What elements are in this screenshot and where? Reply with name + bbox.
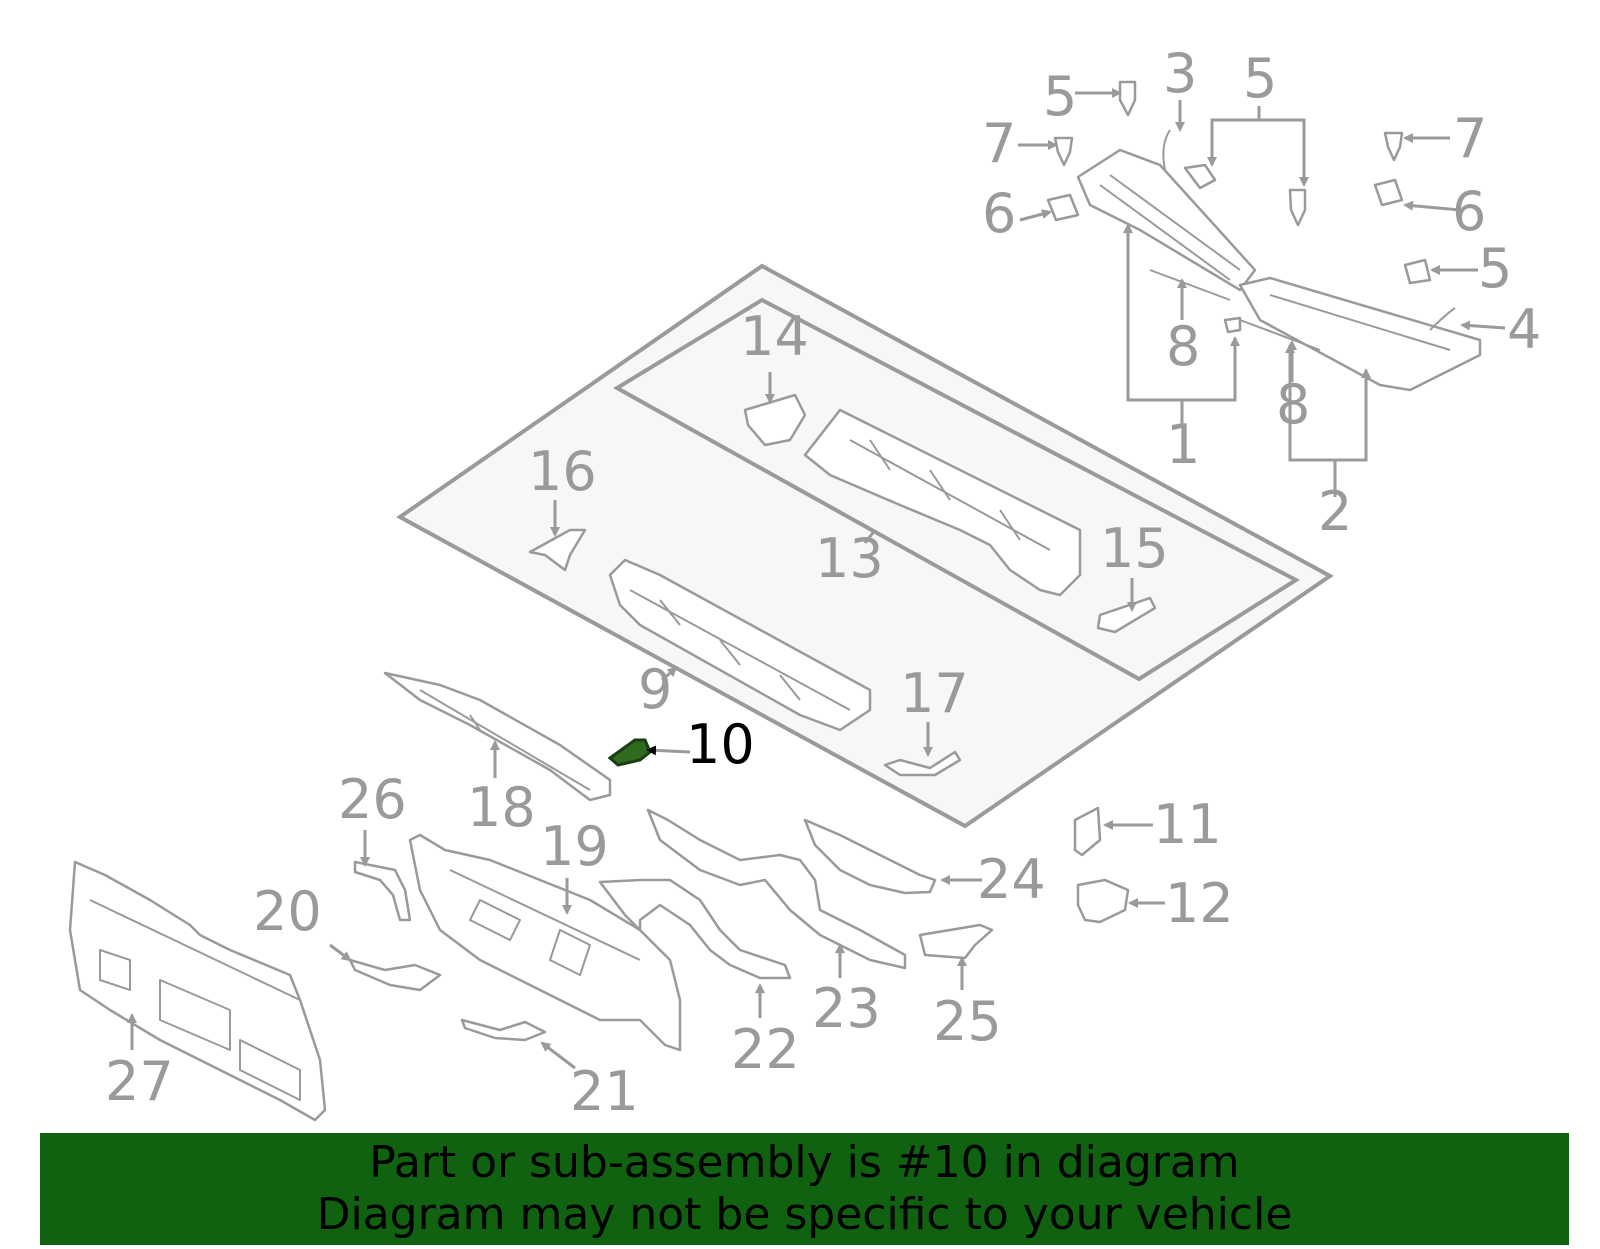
part-11 — [1073, 806, 1102, 857]
callout-13: 13 — [815, 527, 884, 590]
callout-3: 3 — [1163, 42, 1197, 105]
callout-labels: 1 2 3 4 5 5 5 6 6 7 7 8 8 9 10 11 12 13 … — [105, 42, 1541, 1123]
callout-12: 12 — [1165, 872, 1234, 935]
callout-18: 18 — [467, 776, 536, 839]
cowl-top-panel — [1076, 148, 1482, 392]
leader-lines — [127, 88, 1506, 1070]
callout-7a: 7 — [982, 112, 1016, 175]
callout-10[interactable]: 10 — [686, 713, 755, 776]
callout-23: 23 — [812, 977, 881, 1040]
callout-22: 22 — [731, 1018, 800, 1081]
part-12 — [1076, 878, 1130, 924]
callout-25: 25 — [933, 990, 1002, 1053]
callout-11: 11 — [1153, 793, 1222, 856]
part-19 — [408, 833, 682, 1052]
part-10-highlighted[interactable] — [607, 738, 652, 767]
part-14 — [743, 393, 807, 447]
callout-16: 16 — [528, 440, 597, 503]
banner-line-2: Diagram may not be specific to your vehi… — [316, 1189, 1293, 1240]
part-20 — [348, 958, 442, 992]
callout-6a: 6 — [982, 182, 1016, 245]
callout-9: 9 — [638, 658, 672, 721]
part-17 — [883, 750, 962, 777]
callout-26: 26 — [338, 768, 407, 831]
callout-5b: 5 — [1243, 47, 1277, 110]
callout-4: 4 — [1507, 298, 1541, 361]
part-21 — [460, 1018, 547, 1042]
callout-20: 20 — [253, 880, 322, 943]
part-18 — [383, 671, 612, 802]
callout-24: 24 — [977, 848, 1046, 911]
callout-17: 17 — [900, 662, 969, 725]
callout-5a: 5 — [1043, 65, 1077, 128]
callout-8b: 8 — [1276, 373, 1310, 436]
banner-line-1: Part or sub-assembly is #10 in diagram — [369, 1137, 1240, 1188]
callout-14: 14 — [740, 305, 809, 368]
subassembly-panel — [396, 263, 1334, 829]
part-15 — [1096, 596, 1157, 634]
part-9 — [608, 558, 872, 732]
callout-2: 2 — [1318, 480, 1352, 543]
part-24 — [803, 818, 937, 895]
callout-1: 1 — [1166, 413, 1200, 476]
callout-27: 27 — [105, 1050, 174, 1113]
callout-15: 15 — [1100, 517, 1169, 580]
part-13 — [803, 408, 1082, 597]
callout-19: 19 — [540, 815, 609, 878]
part-22 — [598, 878, 792, 980]
callout-21: 21 — [570, 1060, 639, 1123]
part-23 — [646, 808, 907, 970]
callout-5c: 5 — [1478, 237, 1512, 300]
part-25 — [918, 923, 994, 960]
callout-7b: 7 — [1453, 107, 1487, 170]
part-26 — [353, 860, 412, 922]
callout-8a: 8 — [1166, 315, 1200, 378]
part-16 — [528, 528, 587, 572]
info-banner: Part or sub-assembly is #10 in diagram D… — [40, 1133, 1569, 1245]
callout-6b: 6 — [1452, 180, 1486, 243]
part-27 — [68, 860, 327, 1122]
